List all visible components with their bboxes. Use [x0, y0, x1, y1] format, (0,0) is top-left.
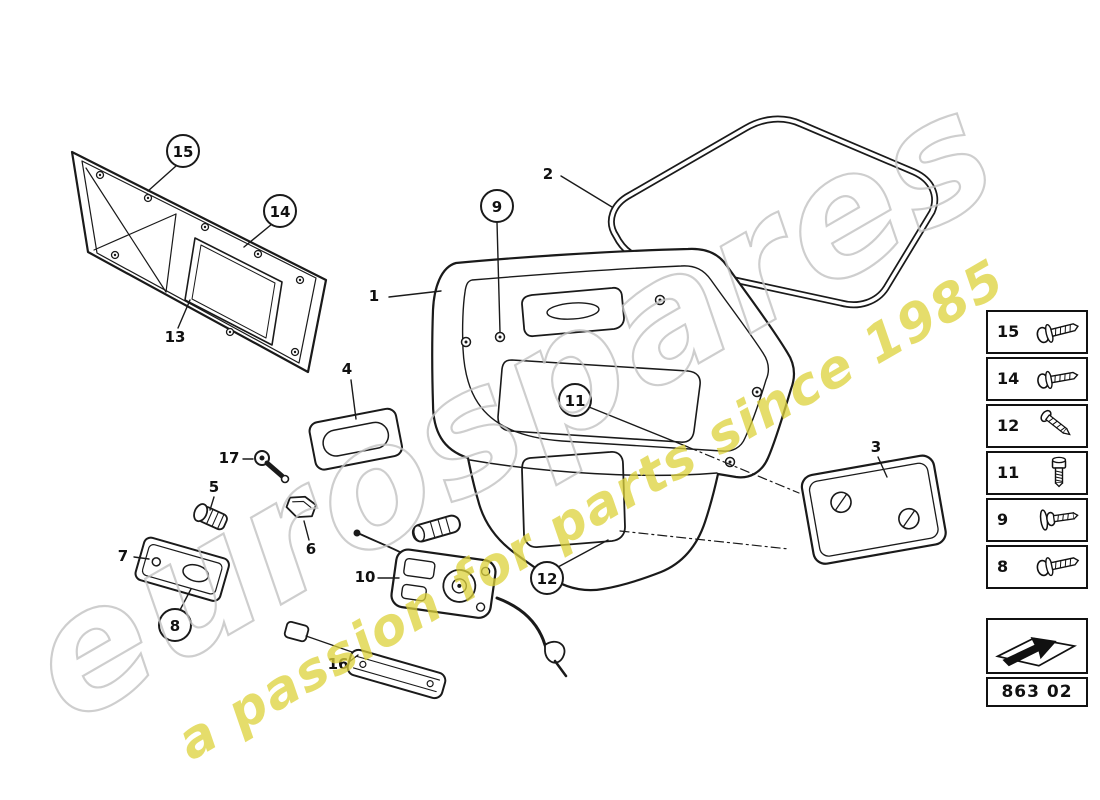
callout-9[interactable]: 9: [480, 189, 514, 333]
callout-9-label[interactable]: 9: [492, 198, 502, 216]
callout-5-label[interactable]: 5: [209, 478, 219, 496]
part-1-lining-tray-drawing: [431, 247, 796, 592]
legend-item-14[interactable]: 14: [986, 357, 1088, 401]
callout-17[interactable]: 17: [219, 449, 254, 467]
callout-5[interactable]: 5: [209, 478, 219, 511]
legend-item-12[interactable]: 12: [986, 404, 1088, 448]
flanged-screw-icon: [1035, 362, 1083, 396]
callout-17-label[interactable]: 17: [219, 449, 240, 467]
socket-head-bolt-icon: [1035, 456, 1083, 490]
callout-10[interactable]: 10: [355, 568, 400, 586]
legend-item-15[interactable]: 15: [986, 310, 1088, 354]
part-group-code: 863 02: [986, 677, 1088, 707]
legend-item-9-number: 9: [997, 510, 1009, 529]
flanged-screw-icon: [1035, 550, 1083, 584]
legend-item-15-number: 15: [997, 322, 1020, 341]
flanged-screw-icon: [1035, 315, 1083, 349]
part-10-lock-actuator-drawing: [353, 514, 568, 678]
part-6-clip-drawing: [285, 495, 317, 519]
callout-14-label[interactable]: 14: [270, 203, 291, 221]
fastener-legend: 15 14: [986, 310, 1088, 589]
callout-6[interactable]: 6: [303, 520, 316, 558]
callout-4[interactable]: 4: [342, 360, 357, 420]
callout-12-label[interactable]: 12: [537, 570, 558, 588]
part-13-mounting-panel-drawing: [70, 150, 328, 374]
part-17-pin-drawing: [254, 450, 290, 484]
callout-8-label[interactable]: 8: [170, 617, 180, 635]
placement-guide-lines: [619, 446, 800, 550]
callout-12[interactable]: 12: [530, 539, 609, 595]
part-7-cover-plate-drawing: [134, 536, 230, 602]
callout-16[interactable]: 16: [328, 654, 359, 673]
callout-1-label[interactable]: 1: [369, 287, 379, 305]
legend-item-14-number: 14: [997, 369, 1020, 388]
callout-7-label[interactable]: 7: [118, 547, 128, 565]
callout-10-label[interactable]: 10: [355, 568, 376, 586]
legend-item-9[interactable]: 9: [986, 498, 1088, 542]
callout-3-label[interactable]: 3: [871, 438, 881, 456]
callout-2[interactable]: 2: [543, 165, 613, 208]
callout-15[interactable]: 15: [147, 134, 200, 192]
callout-13-label[interactable]: 13: [165, 328, 186, 346]
callout-15-label[interactable]: 15: [173, 143, 194, 161]
callout-13[interactable]: 13: [165, 299, 191, 346]
part-4-bezel-drawing: [308, 407, 403, 471]
legend-item-12-number: 12: [997, 416, 1020, 435]
tapping-screw-icon: [1035, 409, 1083, 443]
callout-3[interactable]: 3: [871, 438, 888, 478]
direction-arrow-icon: [986, 618, 1088, 674]
legend-item-11-number: 11: [997, 463, 1020, 482]
callout-11-label[interactable]: 11: [565, 392, 586, 410]
callout-7[interactable]: 7: [118, 547, 150, 565]
callout-14[interactable]: 14: [243, 194, 297, 248]
part-16-trim-strip-drawing: [283, 620, 447, 700]
callout-1[interactable]: 1: [369, 287, 442, 305]
callout-16-label[interactable]: 16: [328, 655, 349, 673]
callout-4-label[interactable]: 4: [342, 360, 352, 378]
washer-bolt-icon: [1035, 503, 1083, 537]
callout-2-label[interactable]: 2: [543, 165, 553, 183]
callout-6-label[interactable]: 6: [306, 540, 316, 558]
legend-item-8[interactable]: 8: [986, 545, 1088, 589]
legend-item-8-number: 8: [997, 557, 1009, 576]
callout-8[interactable]: 8: [158, 588, 192, 642]
part-group-codebox: 863 02: [986, 618, 1088, 707]
part-5-plug-drawing: [193, 503, 228, 531]
legend-item-11[interactable]: 11: [986, 451, 1088, 495]
part-3-access-cover-drawing: [800, 454, 947, 565]
callout-11[interactable]: 11: [558, 383, 689, 448]
